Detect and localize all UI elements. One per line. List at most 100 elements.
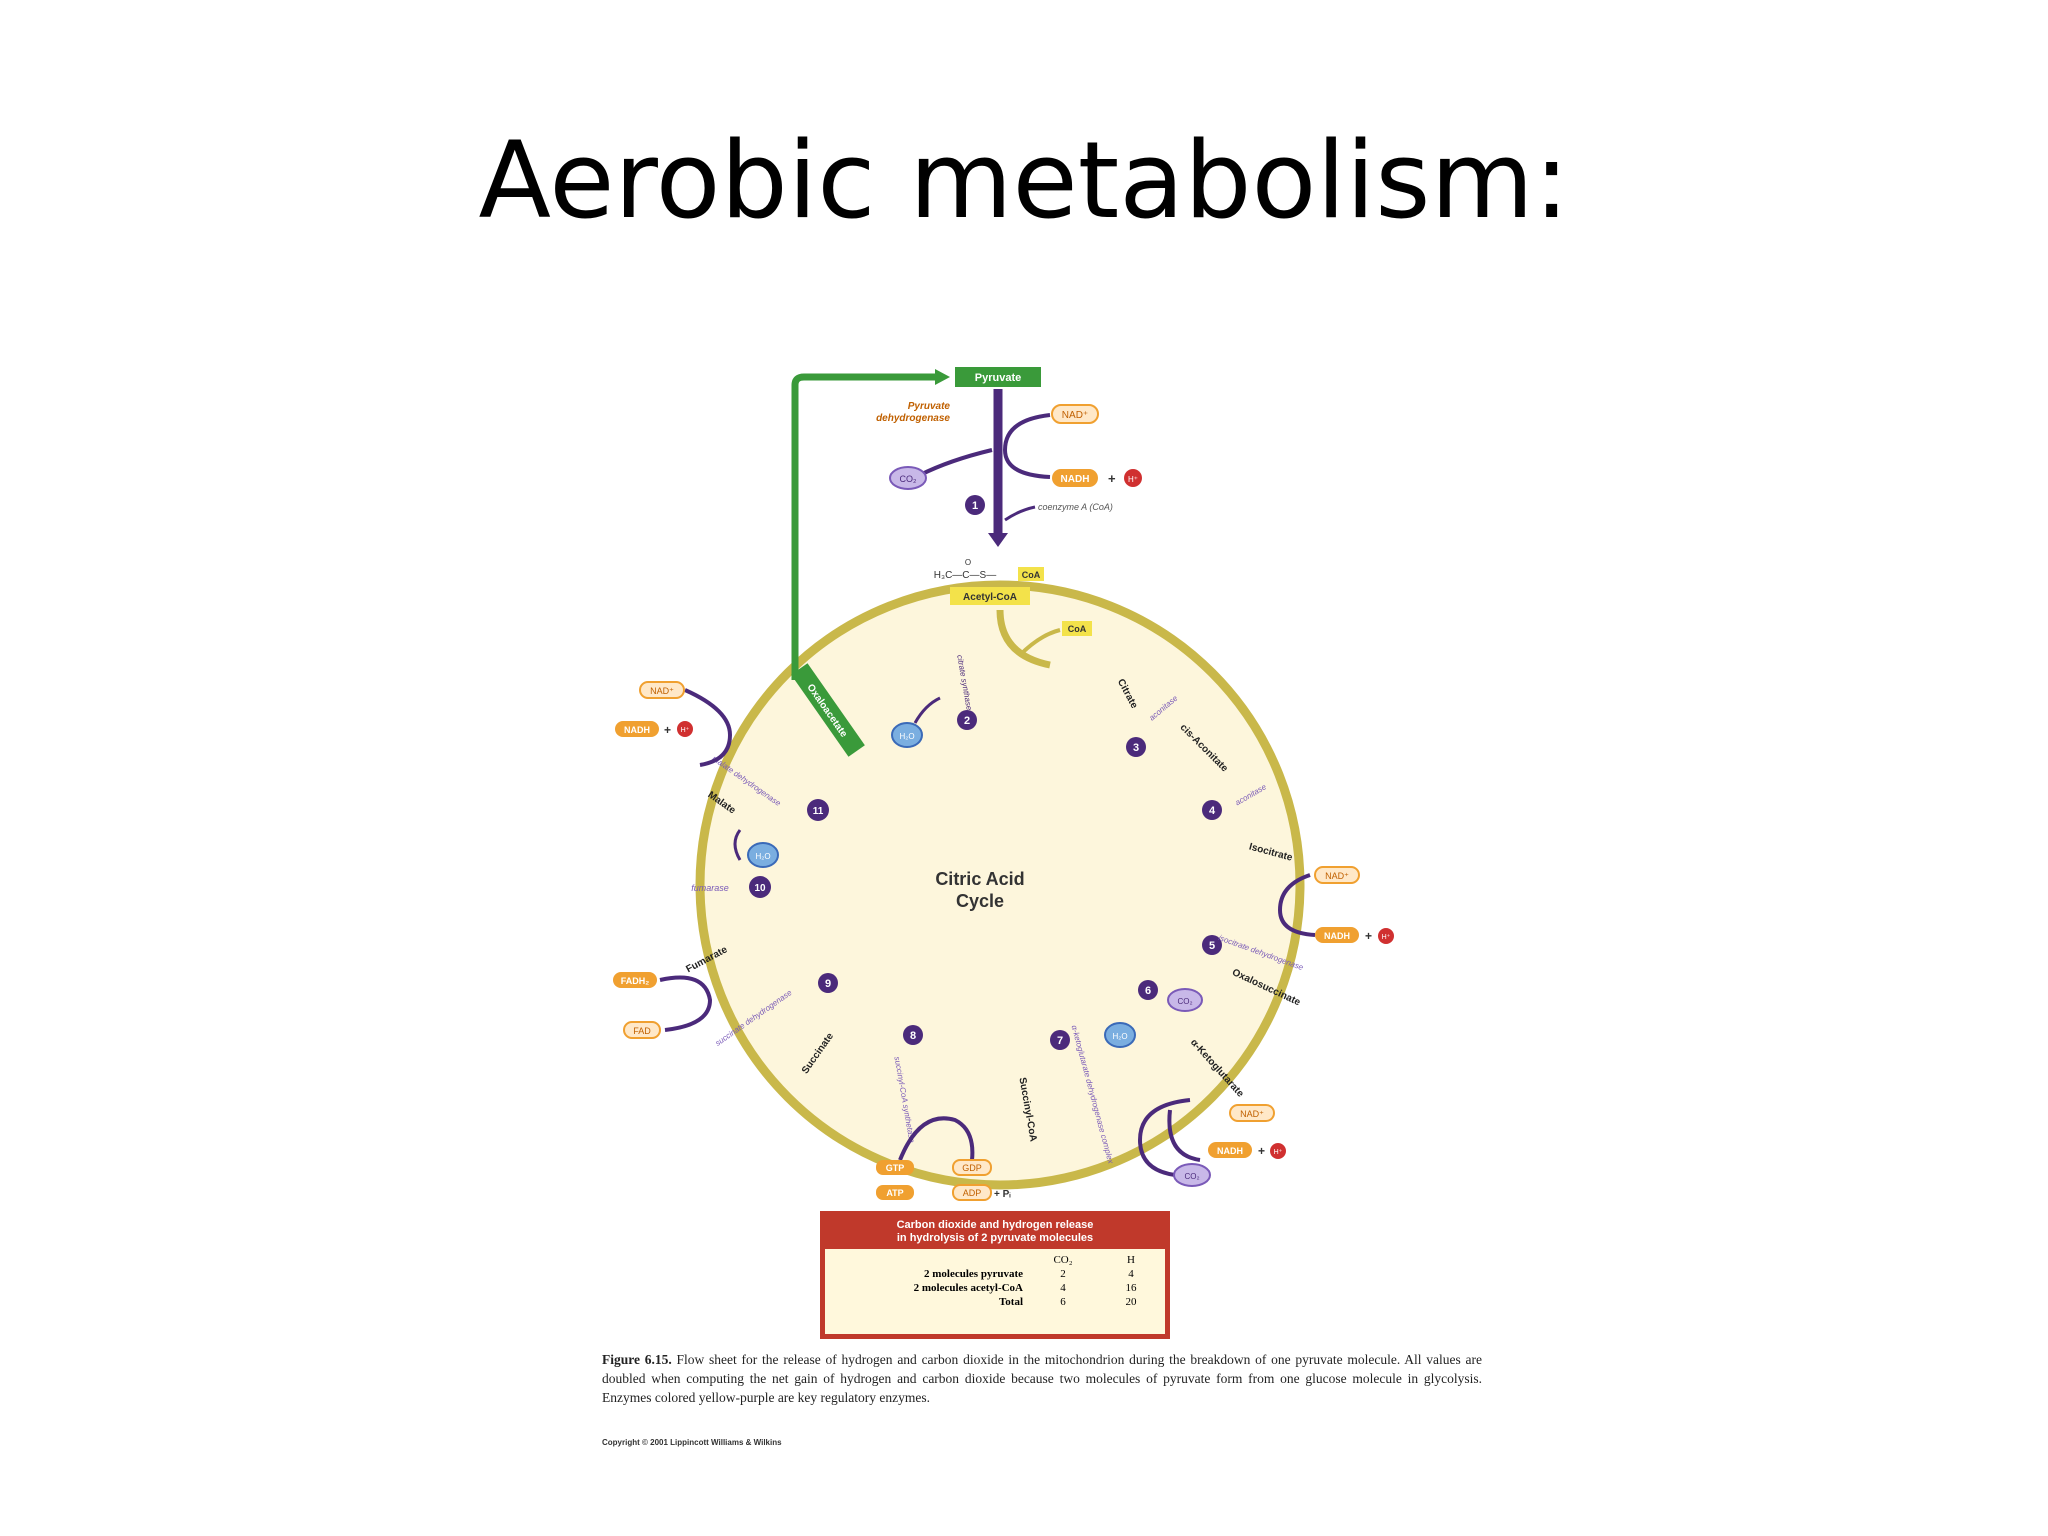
nadh-pill-5 (1315, 927, 1359, 943)
nadh-text-5: NADH (1324, 931, 1350, 941)
table-row: 2 molecules acetyl-CoA 4 16 (825, 1281, 1165, 1295)
gtp-text: GTP (886, 1163, 905, 1173)
fadh2-pill (613, 972, 657, 988)
acetyl-o: O (965, 558, 971, 567)
gdp-text: GDP (962, 1163, 982, 1173)
nadh-text-top: NADH (1061, 474, 1090, 485)
pyruvate-box (955, 367, 1041, 387)
step-9-text: 9 (825, 978, 831, 990)
nadh-pill-11 (615, 721, 659, 737)
gdp-pill (952, 1159, 992, 1176)
nad-pill-top (1051, 404, 1099, 424)
row-h: 16 (1125, 1282, 1137, 1294)
coa-box (1018, 567, 1044, 581)
h2o-bubble-7 (1104, 1022, 1136, 1048)
hplus-text-top: H⁺ (1128, 475, 1138, 484)
acetyl-entry-arrow (996, 609, 1051, 669)
pi-text: + Pᵢ (994, 1189, 1011, 1200)
return-arrowhead (935, 369, 950, 385)
co2-curve-top (919, 448, 993, 477)
col-h: H (1127, 1254, 1135, 1266)
nadh-pill-7 (1208, 1142, 1252, 1158)
pyruvate-arrowhead (988, 533, 1008, 547)
fad-text: FAD (633, 1026, 651, 1036)
step-9-marker (818, 973, 838, 993)
hplus-text-11: H⁺ (681, 727, 690, 734)
center-label-1: Citric Acid (935, 869, 1024, 889)
hplus-text-7: H⁺ (1274, 1149, 1283, 1156)
h2o-bubble-1 (891, 722, 923, 748)
citric-acid-cycle-figure: Pyruvate Pyruvate dehydrogenase NAD⁺ NAD… (580, 365, 1482, 1475)
summary-table: CO₂ H 2 molecules pyruvate 2 4 2 molecul… (825, 1253, 1165, 1309)
fadh2-text: FADH₂ (621, 976, 650, 986)
step-6-text: 6 (1145, 985, 1151, 997)
row-label: 2 molecules pyruvate (924, 1268, 1023, 1280)
step-4-marker (1202, 800, 1222, 820)
h2o-curve-1 (913, 696, 941, 724)
row-h: 4 (1128, 1268, 1134, 1280)
figure-caption: Figure 6.15. Flow sheet for the release … (602, 1350, 1482, 1407)
coa-in-curve (1004, 505, 1036, 522)
slide-title: Aerobic metabolism: (478, 119, 1570, 242)
step-1-text: 1 (972, 500, 978, 512)
hplus-top (1124, 469, 1142, 487)
summary-heading: Carbon dioxide and hydrogen release in h… (825, 1216, 1165, 1249)
step-7-marker (1050, 1030, 1070, 1050)
plus-7: + (1258, 1144, 1265, 1158)
acetyl-coa-label: Acetyl-CoA (963, 592, 1017, 603)
step-11-marker (807, 799, 829, 821)
nad-text-top: NAD⁺ (1062, 410, 1088, 421)
summary-header-row: CO₂ H (825, 1253, 1165, 1267)
figure-label: Figure 6.15. (602, 1352, 672, 1367)
co2-text-7: CO₂ (1184, 1172, 1199, 1181)
step-2-marker (957, 710, 977, 730)
co2-bubble-top (889, 466, 927, 490)
h2o-text-7: H₂O (1112, 1032, 1127, 1041)
nad-pill-11 (639, 681, 685, 699)
summary-heading-line2: in hydrolysis of 2 pyruvate molecules (896, 1232, 1094, 1244)
row-co2: 6 (1060, 1296, 1066, 1308)
coa-formula-text: CoA (1022, 570, 1041, 580)
co2-text-6: CO₂ (1177, 997, 1192, 1006)
row-co2: 4 (1060, 1282, 1066, 1294)
gtp-curve (898, 1116, 975, 1161)
table-row: 2 molecules pyruvate 2 4 (825, 1267, 1165, 1281)
step-10-text: 10 (754, 883, 766, 894)
adp-text: ADP (963, 1188, 982, 1198)
step-7-text: 7 (1057, 1035, 1063, 1047)
nad-curve (1002, 413, 1051, 479)
copyright-line: Copyright © 2001 Lippincott Williams & W… (602, 1438, 782, 1447)
step-8-marker (903, 1025, 923, 1045)
hplus-text-5: H⁺ (1382, 934, 1391, 941)
col-co2: CO₂ (1053, 1254, 1073, 1266)
co2-bubble-6 (1167, 988, 1203, 1012)
co2-bubble-7 (1173, 1163, 1211, 1187)
row-label: 2 molecules acetyl-CoA (913, 1282, 1023, 1294)
center-label-2: Cycle (956, 891, 1004, 911)
nad-text-11: NAD⁺ (650, 686, 674, 696)
h2o-text-10: H₂O (755, 852, 770, 861)
step-8-text: 8 (910, 1030, 916, 1042)
summary-heading-line1: Carbon dioxide and hydrogen release (896, 1219, 1094, 1231)
hplus-5 (1378, 928, 1394, 944)
nadh-pill-top (1052, 469, 1098, 487)
co2-text-top: CO₂ (900, 474, 918, 484)
nad-pill-5 (1314, 866, 1360, 884)
table-row: Total 6 20 (825, 1295, 1165, 1309)
pdh-label-1: Pyruvate (908, 401, 951, 412)
figure-caption-text: Flow sheet for the release of hydrogen a… (602, 1352, 1482, 1405)
atp-pill (876, 1185, 914, 1200)
malate-nad-curve (684, 688, 733, 767)
hplus-11 (677, 721, 693, 737)
nad-pill-7 (1229, 1104, 1275, 1122)
oxaloacetate-return-arrow (791, 373, 935, 680)
h2o-text-1: H₂O (899, 732, 914, 741)
nadh-text-11: NADH (624, 725, 650, 735)
h2o-bubble-10 (747, 842, 779, 868)
pdh-label-2: dehydrogenase (876, 413, 950, 424)
akg-nad-curve (1137, 1098, 1191, 1177)
step-4-text: 4 (1209, 805, 1216, 817)
summary-box: Carbon dioxide and hydrogen release in h… (820, 1211, 1170, 1339)
coa-out-box (1062, 621, 1092, 636)
step-3-text: 3 (1133, 742, 1139, 754)
